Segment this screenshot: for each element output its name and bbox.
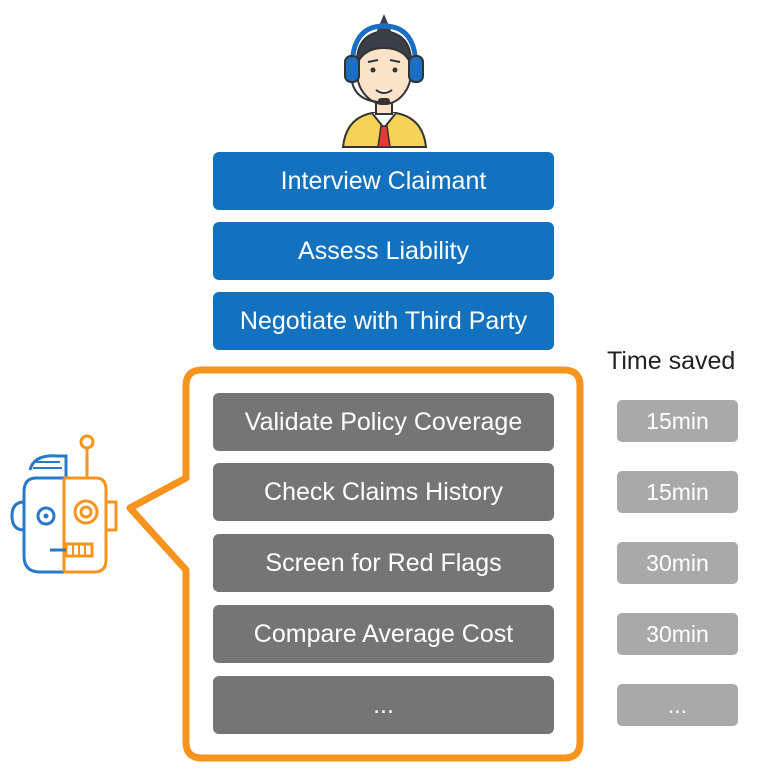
human-task-box: Assess Liability bbox=[213, 222, 554, 280]
human-task-box: Negotiate with Third Party bbox=[213, 292, 554, 350]
human-task-label: Negotiate with Third Party bbox=[239, 306, 528, 335]
time-saved-box: 30min bbox=[617, 613, 738, 655]
automated-task-label: ... bbox=[373, 690, 394, 719]
time-saved-box: ... bbox=[617, 684, 738, 726]
automated-task-label: Screen for Red Flags bbox=[265, 548, 502, 577]
time-saved-value: ... bbox=[667, 691, 688, 718]
time-saved-box: 15min bbox=[617, 400, 738, 442]
automated-task-box: Screen for Red Flags bbox=[213, 534, 554, 592]
automated-task-box: Compare Average Cost bbox=[213, 605, 554, 663]
time-saved-header: Time saved bbox=[607, 347, 736, 375]
automated-task-box: Check Claims History bbox=[213, 463, 554, 521]
time-saved-value: 15min bbox=[646, 407, 709, 434]
time-saved-value: 30min bbox=[646, 549, 709, 576]
human-task-label: Assess Liability bbox=[298, 236, 469, 265]
time-saved-value: 15min bbox=[646, 478, 709, 505]
time-saved-box: 30min bbox=[617, 542, 738, 584]
automated-task-label: Check Claims History bbox=[264, 477, 503, 506]
time-saved-box: 15min bbox=[617, 471, 738, 513]
automated-task-box: Validate Policy Coverage bbox=[213, 393, 554, 451]
automated-task-label: Compare Average Cost bbox=[253, 619, 514, 648]
automated-task-label: Validate Policy Coverage bbox=[244, 407, 523, 436]
time-saved-value: 30min bbox=[646, 620, 709, 647]
human-task-label: Interview Claimant bbox=[280, 166, 487, 195]
human-task-box: Interview Claimant bbox=[213, 152, 554, 210]
automated-task-box: ... bbox=[213, 676, 554, 734]
